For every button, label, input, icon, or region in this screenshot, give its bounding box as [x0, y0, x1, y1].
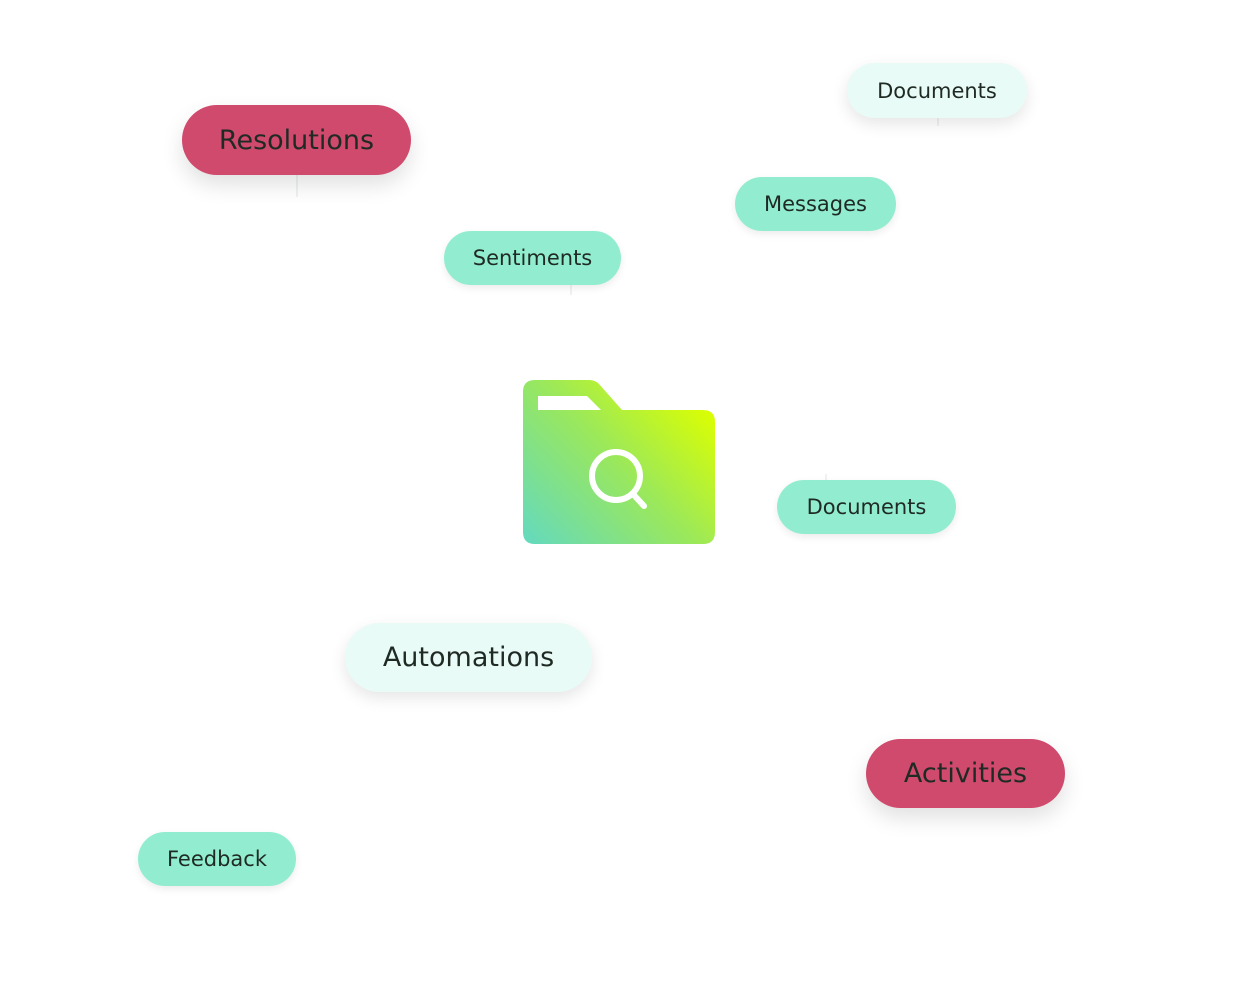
node-label: Automations — [382, 642, 555, 673]
node-activities[interactable]: Activities — [866, 739, 1065, 808]
node-label: Messages — [764, 192, 867, 216]
node-label: Resolutions — [218, 124, 375, 156]
node-label: Documents — [806, 495, 927, 519]
node-feedback[interactable]: Feedback — [138, 832, 296, 886]
node-label: Feedback — [166, 847, 267, 871]
node-label: Activities — [903, 758, 1028, 789]
node-messages[interactable]: Messages — [735, 177, 896, 231]
connector-line — [570, 285, 572, 295]
node-label: Documents — [877, 78, 997, 103]
connector-line — [937, 118, 939, 126]
node-label: Sentiments — [472, 246, 593, 270]
connector-line — [296, 175, 298, 197]
node-resolutions[interactable]: Resolutions — [182, 105, 411, 175]
node-automations[interactable]: Automations — [345, 623, 592, 692]
node-documents-mid[interactable]: Documents — [777, 480, 956, 534]
folder-search-icon — [523, 380, 715, 544]
connector-line — [825, 474, 827, 480]
node-sentiments[interactable]: Sentiments — [444, 231, 621, 285]
node-documents-top[interactable]: Documents — [847, 63, 1027, 118]
